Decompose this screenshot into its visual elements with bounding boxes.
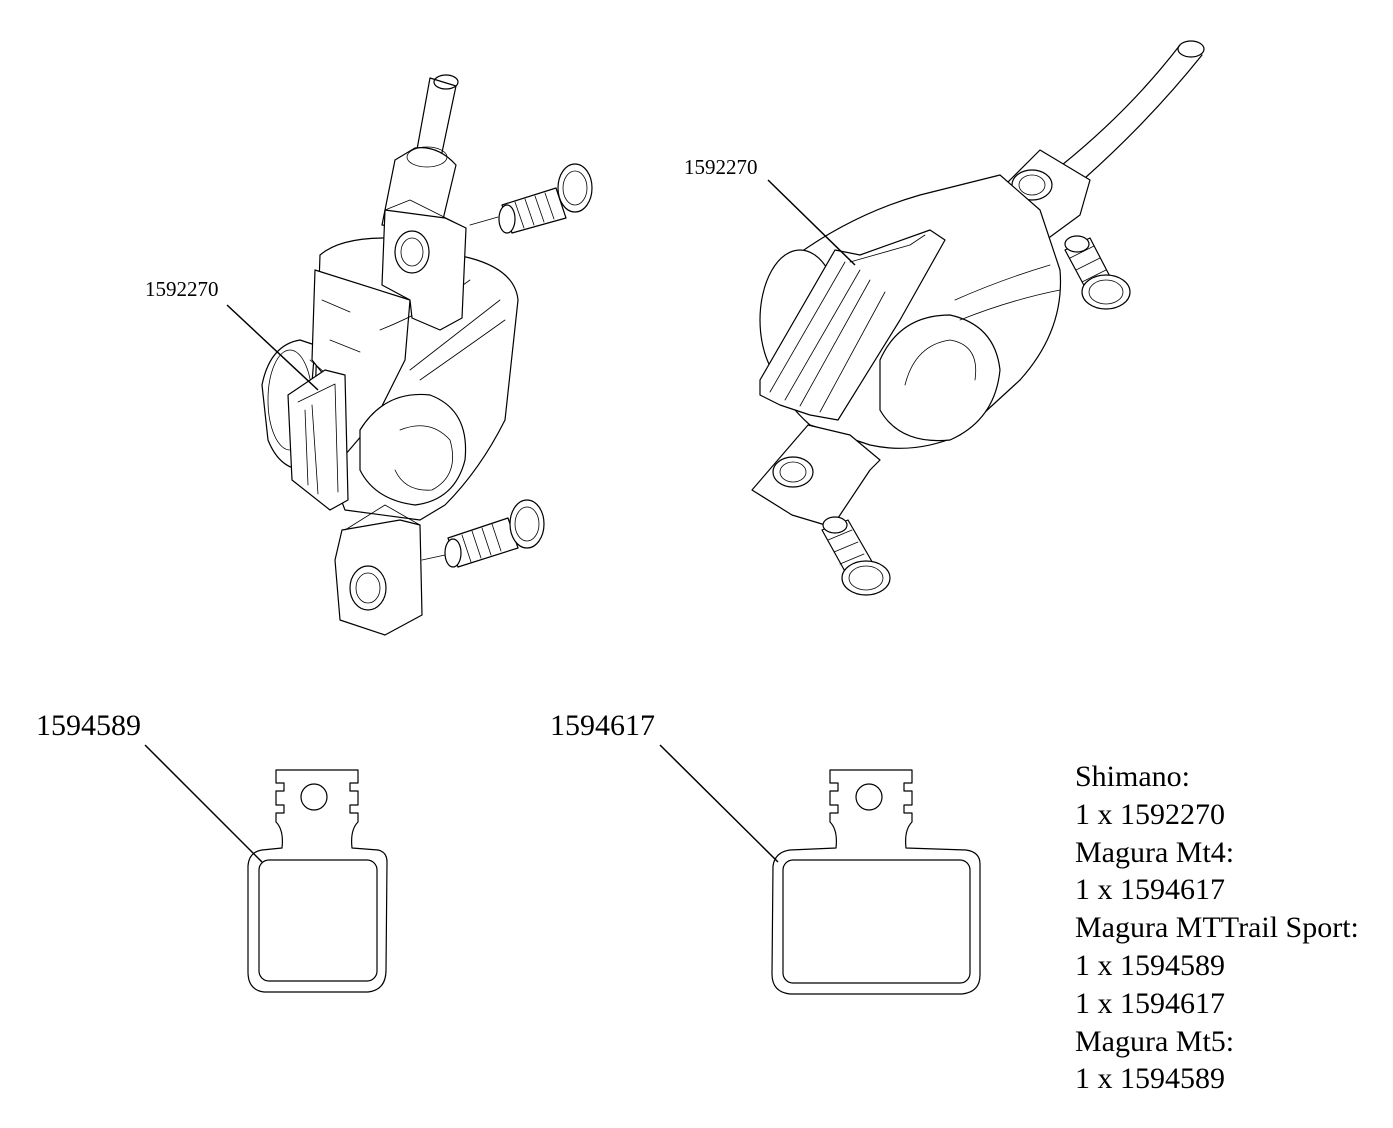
- legend-line: Magura Mt4:: [1075, 835, 1235, 869]
- legend-line: 1 x 1592270: [1075, 797, 1225, 831]
- compatibility-legend: Shimano: 1 x 1592270 Magura Mt4: 1 x 159…: [1075, 758, 1359, 1098]
- right-lower-bolt: [821, 516, 891, 596]
- right-upper-bolt: [1064, 235, 1131, 310]
- legend-line: Magura Mt5:: [1075, 1024, 1235, 1058]
- legend-line: Magura MTTrail Sport:: [1075, 911, 1359, 945]
- brake-pad-1594589: [247, 769, 388, 993]
- leader-pad-right: [659, 744, 779, 863]
- brake-pad-1594617: [771, 769, 981, 995]
- callout-pad-left: 1594589: [36, 709, 141, 742]
- callout-pad-right: 1594617: [550, 709, 655, 742]
- legend-line: Shimano:: [1075, 760, 1191, 793]
- left-brake-caliper: [261, 74, 593, 636]
- leader-caliper-left: [226, 304, 319, 391]
- legend-line: 1 x 1594617: [1075, 873, 1225, 907]
- right-brake-caliper: [751, 40, 1205, 596]
- callout-caliper-left: 1592270: [145, 277, 219, 301]
- callout-caliper-right: 1592270: [684, 155, 758, 179]
- legend-line: 1 x 1594617: [1075, 986, 1225, 1020]
- left-upper-bolt: [469, 163, 593, 234]
- left-lower-bolt: [421, 499, 545, 568]
- legend-line: 1 x 1594589: [1075, 1062, 1225, 1096]
- legend-line: 1 x 1594589: [1075, 948, 1225, 982]
- leader-caliper-right: [767, 179, 856, 266]
- leader-pad-left: [144, 744, 263, 863]
